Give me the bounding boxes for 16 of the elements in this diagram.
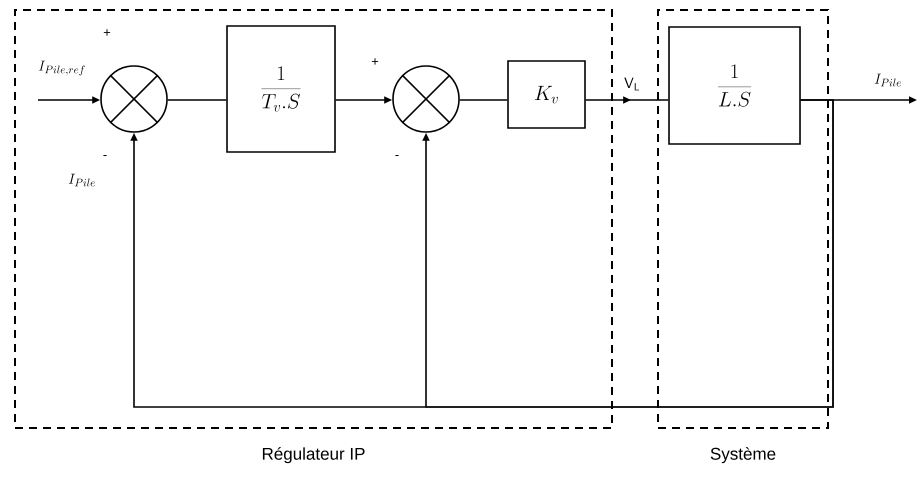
sign-label: - [395, 155, 399, 156]
signal-label: $I_{Pile}$ [873, 72, 903, 88]
transfer-function-block: $K_v$ [507, 60, 586, 129]
transfer-function-block: $\frac{1}{L.S}$ [668, 26, 801, 145]
summing-junction [100, 65, 168, 133]
arrow [422, 99, 834, 408]
transfer-function-block: $\frac{1}{T_v.S}$ [226, 25, 336, 153]
signal-label: $\mathsf{V}_{\mathsf{L}}$ [623, 76, 641, 92]
node-label: Système [710, 447, 776, 464]
sign-label: + [372, 58, 378, 65]
sign-label: + [104, 29, 110, 36]
summing-junction [392, 65, 460, 133]
node-label: Régulateur IP [262, 447, 365, 464]
sign-label: - [103, 155, 107, 156]
signal-label: $I_{Pile,ref}$ [37, 60, 87, 76]
signal-label: $I_{Pile}$ [67, 172, 97, 188]
